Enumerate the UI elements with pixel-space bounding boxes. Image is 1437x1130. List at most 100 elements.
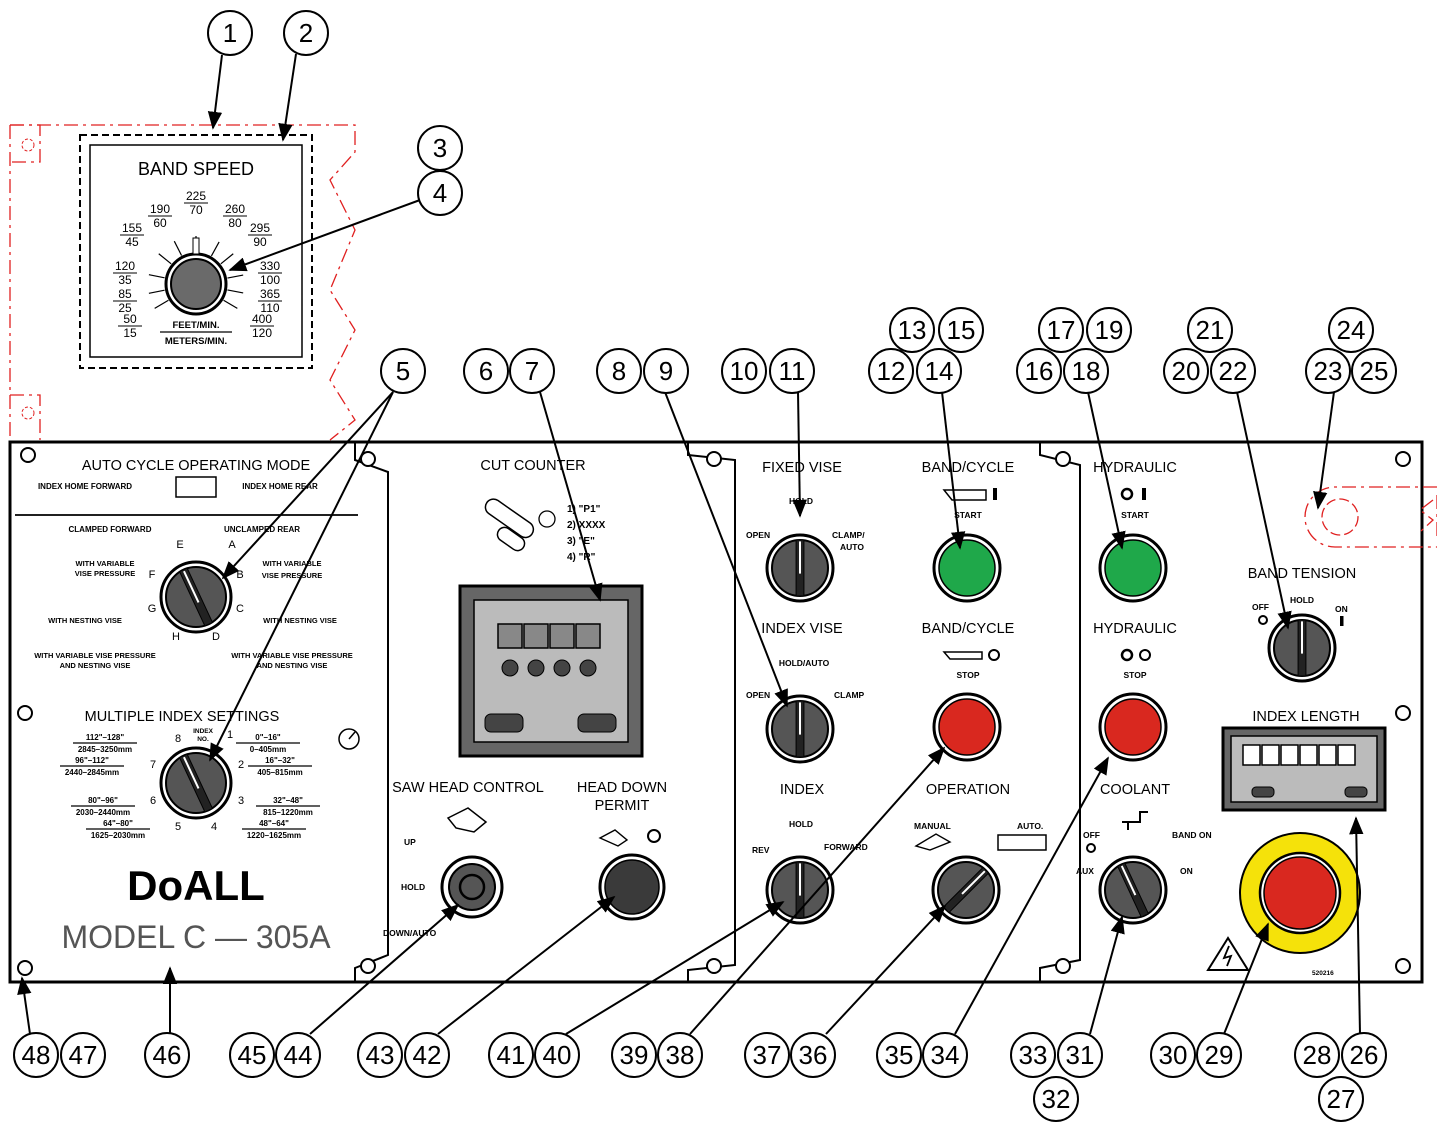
multi-index-ranges: 0"–16"0–405mm16"–32"405–815mm32"–48"815–… (60, 733, 320, 840)
svg-text:2: 2 (299, 18, 313, 48)
callout-29: 29 (1196, 1032, 1242, 1078)
band-speed-fpm: 120 (115, 259, 135, 273)
svg-text:UNCLAMPED REAR: UNCLAMPED REAR (224, 525, 300, 534)
callout-5: 5 (380, 348, 426, 394)
svg-text:41: 41 (497, 1040, 526, 1070)
index-range-inch: 16"–32" (265, 756, 295, 765)
svg-text:11: 11 (779, 356, 806, 386)
svg-text:HOLD: HOLD (401, 882, 425, 892)
svg-text:REV: REV (752, 845, 770, 855)
index-vise-selector[interactable] (765, 694, 835, 764)
index-position: 3 (238, 795, 244, 807)
counter-key-button[interactable] (527, 659, 545, 677)
brand-logo: DoALL (127, 862, 265, 909)
callout-19: 19 (1086, 307, 1132, 353)
svg-text:26: 26 (1350, 1040, 1379, 1070)
vise-section: FIXED VISE HOLD OPEN CLAMP/ AUTO INDEX V… (746, 460, 868, 855)
index-position: 8 (175, 733, 181, 745)
panel-screw-icon (17, 705, 33, 721)
cut-counter-step: 3) "E" (567, 536, 595, 547)
panel-screw-icon (360, 451, 376, 467)
coolant-section: COOLANT OFF AUX BAND ON ON (1076, 782, 1212, 876)
svg-text:10: 10 (730, 356, 759, 386)
svg-text:12: 12 (877, 356, 906, 386)
leader-2 (278, 53, 297, 142)
svg-text:MANUAL: MANUAL (914, 821, 951, 831)
svg-text:HYDRAULIC: HYDRAULIC (1093, 460, 1177, 476)
gauge-icon (338, 728, 360, 750)
counter-left-button[interactable] (484, 713, 524, 733)
main-panel (8, 440, 1424, 984)
counter-key-button[interactable] (501, 659, 519, 677)
hydraulic-stop-button[interactable] (1098, 692, 1168, 762)
leader-7 (539, 391, 603, 602)
svg-text:INDEX HOME REAR: INDEX HOME REAR (242, 482, 318, 491)
callout-20: 20 (1163, 348, 1209, 394)
svg-text:20: 20 (1172, 356, 1201, 386)
callout-35: 35 (876, 1032, 922, 1078)
svg-text:OFF: OFF (1252, 602, 1269, 612)
leader-44 (309, 903, 460, 1035)
operation-selector[interactable] (931, 855, 1001, 925)
hand-icon (914, 833, 952, 851)
band-speed-fpm: 155 (122, 221, 142, 235)
band-speed-mpm: 25 (118, 301, 132, 315)
band-speed-mpm: 90 (253, 235, 267, 249)
svg-text:32: 32 (1042, 1084, 1071, 1114)
start-stop-section: BAND/CYCLE START BAND/CYCLE STOP HYDRAUL… (922, 460, 1177, 762)
svg-text:PERMIT: PERMIT (595, 798, 650, 814)
callout-30: 30 (1150, 1032, 1196, 1078)
saw-head-section: SAW HEAD CONTROL UP HOLD DOWN/AUTO (383, 780, 544, 938)
svg-text:VISE PRESSURE: VISE PRESSURE (75, 569, 135, 578)
callout-24: 24 (1328, 307, 1374, 353)
svg-text:42: 42 (413, 1040, 442, 1070)
auto-cycle-mode-selector[interactable] (159, 560, 233, 634)
index-length-digit (1242, 744, 1261, 766)
panel-screw-icon (1395, 958, 1411, 974)
index-length-section: INDEX LENGTH (1221, 709, 1387, 812)
fixed-vise-selector[interactable] (765, 533, 835, 603)
band-speed-knob[interactable] (170, 258, 222, 310)
svg-text:WITH VARIABLE VISE PRESSURE: WITH VARIABLE VISE PRESSURE (34, 651, 156, 660)
band-cycle-stop-button[interactable] (932, 692, 1002, 762)
callout-42: 42 (404, 1032, 450, 1078)
callout-47: 47 (60, 1032, 106, 1078)
hydraulic-start-button[interactable] (1098, 533, 1168, 603)
svg-text:37: 37 (753, 1040, 782, 1070)
leader-5b (209, 391, 394, 762)
svg-text:33: 33 (1019, 1040, 1048, 1070)
svg-text:AND NESTING VISE: AND NESTING VISE (60, 661, 131, 670)
svg-text:HOLD/AUTO: HOLD/AUTO (779, 658, 830, 668)
svg-text:NO.: NO. (197, 736, 209, 743)
svg-text:HOLD: HOLD (789, 819, 813, 829)
svg-text:OPEN: OPEN (746, 690, 770, 700)
index-range-inch: 80"–96" (88, 796, 118, 805)
auto-cycle-section: AUTO CYCLE OPERATING MODE INDEX HOME FOR… (15, 458, 358, 670)
callout-11: 11 (769, 348, 815, 394)
counter-right-button[interactable] (577, 713, 617, 733)
svg-text:4: 4 (433, 178, 447, 208)
band-cycle-start-button[interactable] (932, 533, 1002, 603)
callout-16: 16 (1016, 348, 1062, 394)
index-position: 5 (175, 821, 181, 833)
index-selector[interactable] (765, 855, 835, 925)
band-icon (942, 489, 987, 501)
callout-14: 14 (916, 348, 962, 394)
auto-cycle-position: F (149, 569, 156, 581)
svg-text:15: 15 (947, 315, 976, 345)
index-length-left-button[interactable] (1251, 786, 1275, 798)
band-speed-mpm: 35 (118, 273, 132, 287)
coolant-selector[interactable] (1098, 855, 1168, 925)
counter-key-button[interactable] (553, 659, 571, 677)
emergency-stop-button[interactable] (1239, 832, 1361, 954)
unit-meters: METERS/MIN. (165, 336, 227, 347)
callout-28: 28 (1294, 1032, 1340, 1078)
band-tension-selector[interactable] (1267, 613, 1337, 683)
counter-key-button[interactable] (579, 659, 597, 677)
callout-43: 43 (357, 1032, 403, 1078)
callout-26: 26 (1341, 1032, 1387, 1078)
index-length-right-button[interactable] (1344, 786, 1368, 798)
index-range-mm: 405–815mm (257, 768, 302, 777)
multi-index-selector[interactable] (159, 746, 233, 820)
callout-15: 15 (938, 307, 984, 353)
